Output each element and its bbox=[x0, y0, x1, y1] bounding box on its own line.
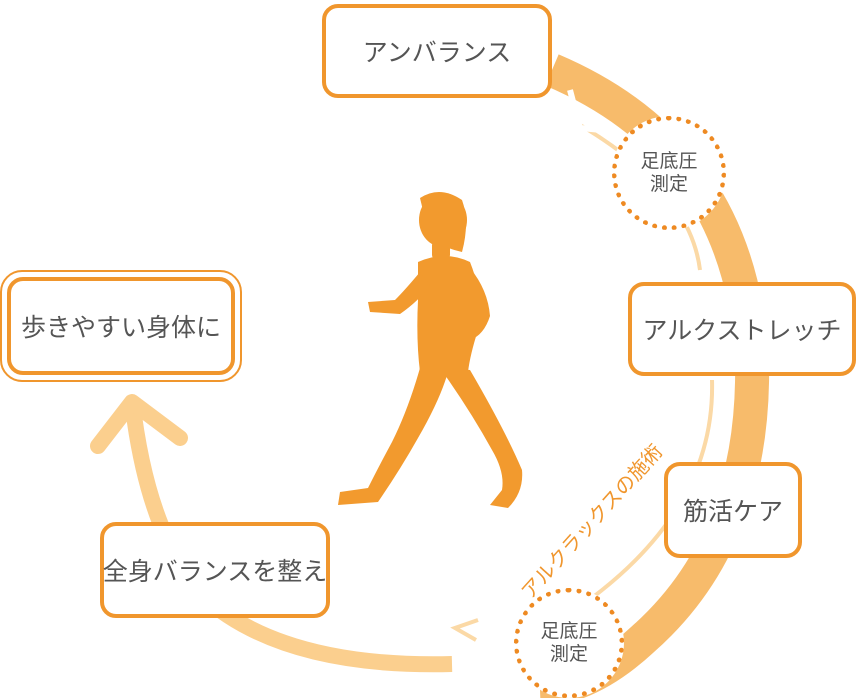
node-right: アルクストレッチ bbox=[628, 282, 856, 376]
measurement-lower-line2: 測定 bbox=[549, 643, 588, 665]
measurement-upper-line2: 測定 bbox=[649, 173, 688, 195]
node-bottom-left: 全身バランスを整え bbox=[100, 522, 330, 618]
walking-woman-icon bbox=[338, 191, 523, 508]
node-bottom-left-label: 全身バランスを整え bbox=[102, 557, 328, 586]
measurement-upper-line1: 足底圧 bbox=[640, 150, 698, 173]
measurement-upper: 足底圧 測定 bbox=[612, 116, 726, 230]
ring-chevron bbox=[450, 618, 479, 642]
ring-notch-top bbox=[567, 89, 603, 133]
measurement-lower: 足底圧 測定 bbox=[514, 588, 624, 698]
node-lower-right-label: 筋活ケア bbox=[682, 497, 783, 526]
measurement-lower-line1: 足底圧 bbox=[540, 620, 598, 643]
arrow-up-icon bbox=[90, 394, 188, 454]
node-left-label: 歩きやすい身体に bbox=[20, 313, 221, 342]
node-right-label: アルクストレッチ bbox=[642, 316, 842, 345]
node-left-inner: 歩きやすい身体に bbox=[7, 277, 235, 375]
node-left: 歩きやすい身体に bbox=[0, 270, 242, 382]
node-top: アンバランス bbox=[322, 4, 552, 98]
node-lower-right: 筋活ケア bbox=[664, 462, 802, 558]
node-top-label: アンバランス bbox=[362, 38, 512, 67]
